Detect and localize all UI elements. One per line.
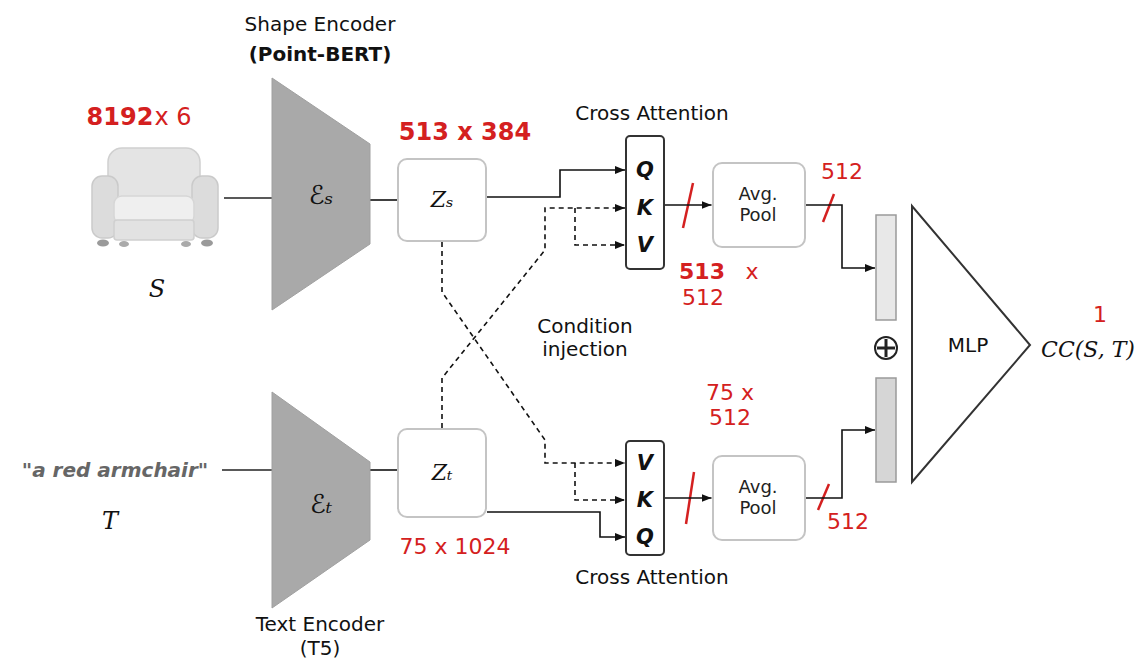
- connector-line: [575, 208, 625, 245]
- dimension-label: 75 x 1024: [400, 534, 511, 559]
- flow-arrow: [806, 205, 876, 268]
- connector-line: [487, 170, 625, 197]
- node-text: Q: [636, 525, 654, 549]
- connector-line: [806, 430, 876, 498]
- dimension-label: 513: [679, 259, 725, 284]
- node-heading: Cross Attention: [575, 102, 729, 125]
- mlp-triangle: [912, 206, 1030, 482]
- connector-line: [665, 204, 712, 206]
- symbol-label: S: [149, 276, 165, 304]
- armchair-picture: [92, 148, 218, 247]
- input-wire: [222, 469, 272, 471]
- dimension-label: 512: [821, 159, 863, 184]
- attention-box: Cross AttentionQKV: [625, 135, 665, 270]
- node-text: ℰₜ: [310, 490, 332, 520]
- node-text: K: [637, 196, 653, 220]
- trapezoid-fill: [272, 392, 370, 608]
- symbol-label: T: [102, 508, 118, 536]
- pool-box: Avg. Pool: [712, 162, 806, 248]
- dimension-tick: [818, 484, 829, 510]
- connector-line: [665, 497, 712, 499]
- input-wire: [224, 197, 272, 199]
- node-text: K: [637, 488, 653, 512]
- latent-box: Zₜ: [397, 428, 487, 518]
- connector-line: [487, 512, 625, 537]
- dimension-label: 512: [827, 509, 869, 534]
- node-text: Avg. Pool: [718, 477, 798, 518]
- flow-arrow: [665, 498, 712, 499]
- node-heading: (T5): [300, 637, 341, 660]
- node-heading: Cross Attention: [575, 566, 729, 589]
- node-heading: Text Encoder: [256, 613, 385, 636]
- dimension-label: 8192: [87, 104, 154, 132]
- dimension-label: x 6: [154, 104, 191, 132]
- output-label: CC(S, T): [1041, 337, 1135, 362]
- node-text: V: [637, 233, 653, 257]
- node-text: ℰₛ: [309, 181, 334, 211]
- connector-line: [806, 205, 876, 268]
- node-heading: (Point-BERT): [249, 43, 392, 66]
- node-heading: Shape Encoder: [245, 13, 396, 36]
- dimension-label: x: [745, 259, 758, 284]
- feature-bar: [876, 378, 896, 482]
- connector-line: [370, 469, 397, 471]
- concat-symbol: [875, 337, 897, 359]
- node-text: MLP: [948, 334, 988, 357]
- connector-line: [370, 199, 397, 201]
- node-text: Avg. Pool: [718, 184, 798, 225]
- dimension-tick: [823, 194, 834, 222]
- pool-box: Avg. Pool: [712, 455, 806, 541]
- node-text: Zₜ: [432, 460, 453, 485]
- connector-line: [575, 463, 625, 500]
- encoder-trapezoid: ℰₜText Encoder(T5): [272, 392, 370, 608]
- mlp-triangle: MLP: [875, 205, 1032, 485]
- flow-arrow: [370, 200, 397, 201]
- flow-arrow: [370, 470, 397, 471]
- attention-box: VKQCross Attention: [625, 440, 665, 556]
- flow-arrow: [806, 430, 876, 498]
- latent-box: Zₛ: [397, 158, 487, 242]
- node-text: Zₛ: [431, 187, 454, 212]
- encoder-trapezoid: Shape Encoder(Point-BERT)ℰₛ: [272, 78, 370, 310]
- dimension-label: 513 x 384: [399, 119, 531, 147]
- node-text: V: [637, 451, 653, 475]
- flow-arrow: [487, 170, 625, 197]
- flow-arrow: [665, 205, 712, 206]
- node-text: Q: [636, 158, 654, 182]
- dimension-label: 512: [682, 285, 724, 310]
- input-text: "a red armchair": [22, 459, 209, 482]
- concat-symbol: [877, 347, 895, 350]
- flow-arrow: [487, 512, 625, 537]
- output-size-label: 1: [1093, 302, 1107, 327]
- feature-bar: [876, 215, 896, 320]
- note-label: Condition injection: [520, 315, 650, 361]
- trapezoid-fill: [272, 78, 370, 310]
- dimension-label: 75 x 512: [695, 380, 765, 431]
